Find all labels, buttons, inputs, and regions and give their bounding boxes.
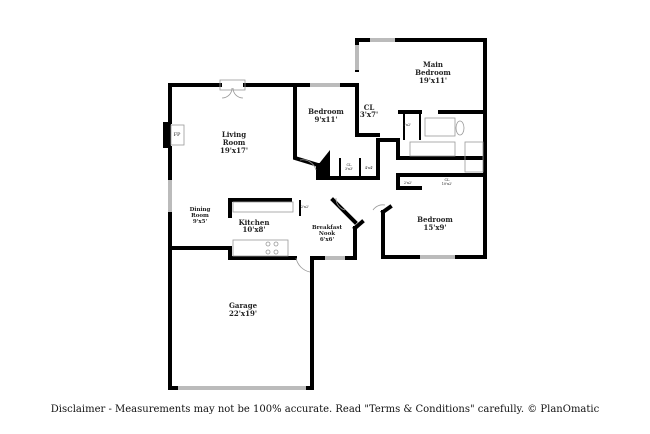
fixtures [163, 79, 484, 273]
disclaimer: Disclaimer - Measurements may not be 100… [50, 404, 600, 415]
fireplace-label: FP [174, 132, 181, 138]
kitchen-size: 10'x8' [242, 225, 265, 234]
dining-room-label: Dining [190, 207, 211, 213]
nook-size: 6'x6' [320, 237, 335, 243]
hall-closet-size: 3'x3' [345, 167, 353, 171]
nook-label: Breakfast [312, 225, 342, 231]
bath-closet-size: 4'x2' [403, 123, 411, 127]
living-room-label-2: Room [223, 138, 246, 147]
kitchen-label: Kitchen [239, 218, 270, 227]
walls [168, 38, 487, 390]
garage-size: 22'x19' [229, 309, 257, 318]
dining-room-size: 9'x5' [193, 219, 208, 225]
hall-storage-size: 4'x4' [365, 166, 373, 170]
bedroom-size: 9'x11' [314, 115, 337, 124]
dining-room-label-2: Room [191, 213, 209, 219]
windows [168, 38, 455, 390]
bedroom-2-size: 15'x9' [423, 223, 446, 232]
hall-closet-label: CL [346, 163, 352, 167]
closet-label: CL [364, 103, 375, 112]
living-room-size: 19'x17' [220, 146, 248, 155]
garage-label: Garage [229, 301, 258, 310]
bedroom-2-closet-size: 10'x2' [442, 182, 453, 186]
closet-size: 3'x7' [360, 110, 378, 119]
bedroom-label: Bedroom [308, 107, 344, 116]
main-bedroom-label-2: Bedroom [415, 68, 451, 77]
bedroom-2-label: Bedroom [417, 215, 453, 224]
main-bedroom-size: 19'x11' [419, 76, 447, 85]
linen-size: 2'x2' [404, 181, 412, 185]
main-bedroom-label: Main [423, 60, 443, 69]
pantry-size: 2'x2' [301, 205, 309, 209]
living-room-label: Living [222, 130, 246, 139]
bedroom-2-closet-label: CL [444, 178, 450, 182]
nook-label-2: Nook [319, 231, 335, 237]
